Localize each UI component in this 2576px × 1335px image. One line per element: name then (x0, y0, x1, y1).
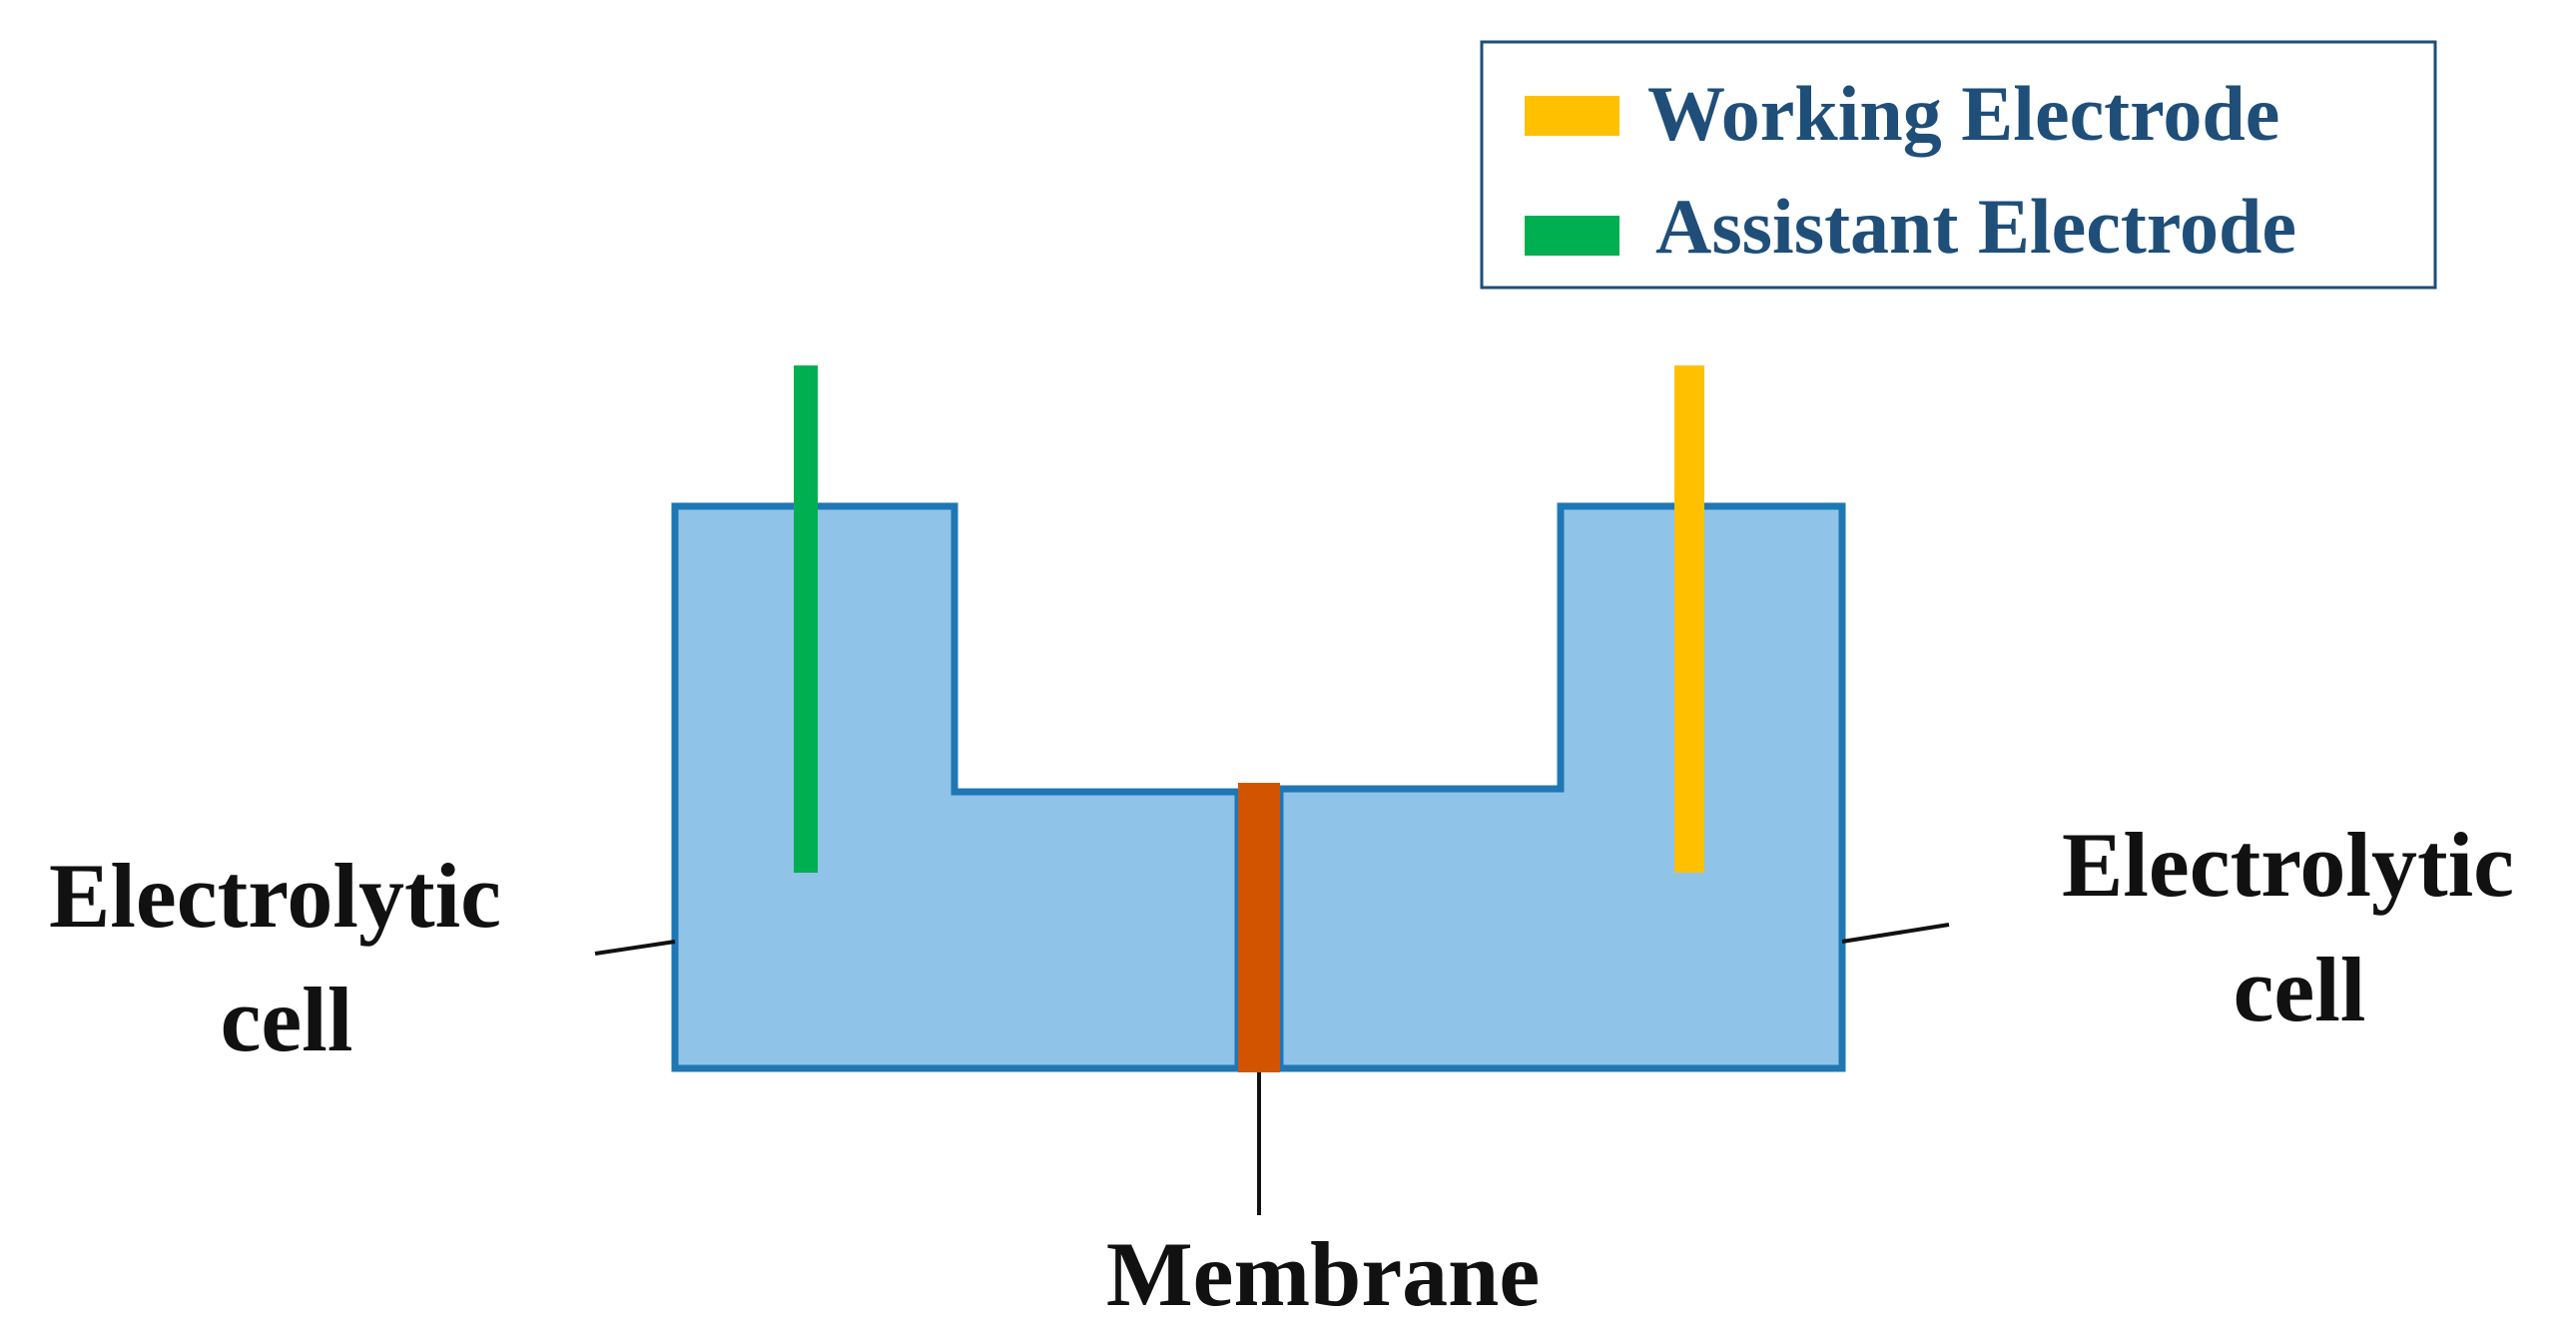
right-cell-label-line-2: cell (2234, 939, 2366, 1040)
left-cell-leader-line (594, 940, 676, 956)
legend: Working Electrode Assistant Electrode (1480, 40, 2437, 290)
left-cell-label-line-2: cell (221, 969, 353, 1070)
left-cell-compartment (671, 502, 1242, 1072)
left-cell-label: Electrolytic cell (49, 845, 524, 1070)
right-cell-compartment (1276, 502, 1846, 1072)
right-cell-label: Electrolytic cell (2062, 814, 2537, 1040)
legend-swatch-assistant-electrode (1525, 216, 1619, 256)
working-electrode (1674, 365, 1704, 873)
legend-swatch-working-electrode (1525, 96, 1619, 136)
assistant-electrode (794, 365, 818, 873)
right-cell-leader-line (1841, 923, 1950, 944)
membrane (1238, 783, 1280, 1072)
right-cell-label-line-1: Electrolytic (2062, 814, 2514, 916)
left-cell-label-line-1: Electrolytic (49, 845, 501, 947)
legend-border (1480, 40, 2437, 290)
membrane-label: Membrane (1106, 1223, 1540, 1325)
legend-label-working-electrode: Working Electrode (1647, 70, 2279, 157)
legend-label-assistant-electrode: Assistant Electrode (1655, 183, 2296, 270)
